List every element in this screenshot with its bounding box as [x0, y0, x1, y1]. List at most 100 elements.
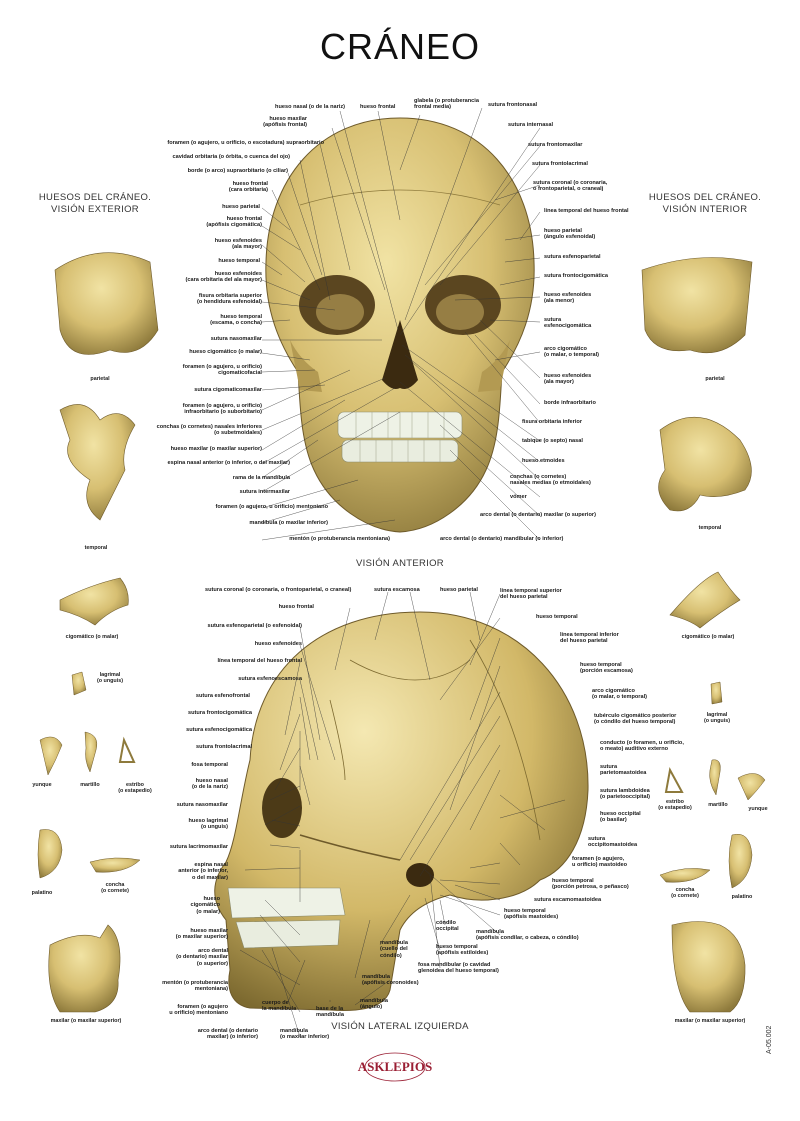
anterior-label: foramen (o agujero, u orificio) cigomati… — [182, 364, 262, 377]
anterior-label: hueso temporal (escama, o concha) — [210, 314, 262, 327]
lateral-label: hueso temporal (apófisis estiloides) — [436, 944, 489, 957]
anterior-label: hueso parietal (ángulo esfenoidal) — [544, 228, 596, 241]
anterior-label: hueso temporal — [218, 258, 260, 264]
anterior-label: vómer — [510, 494, 527, 500]
maxilla-interior — [671, 921, 746, 1013]
anterior-label: glabela (o protuberancia frontal media) — [414, 98, 479, 111]
lateral-label: hueso occipital (o basilar) — [600, 811, 641, 824]
concha-exterior — [89, 857, 141, 873]
lateral-orbit — [262, 778, 302, 838]
anterior-label: hueso cigomático (o malar) — [189, 349, 262, 355]
lateral-label: arco dental (o dentario) maxilar (o supe… — [176, 948, 228, 967]
side-bone-label: parietal — [705, 376, 725, 382]
lateral-label: hueso cigomático (o malar) — [190, 896, 220, 915]
stapes-exterior — [118, 736, 136, 763]
anterior-label: hueso nasal (o de la nariz) — [275, 104, 345, 110]
lateral-label: conducto (o foramen, u orificio, o meato… — [600, 740, 684, 753]
anterior-label: arco dental (o dentario) mandibular (o i… — [440, 536, 564, 542]
side-bone-label: estribo (o estapedio) — [118, 782, 152, 795]
lower-teeth — [341, 439, 459, 463]
anterior-label: línea temporal del hueso frontal — [544, 208, 629, 214]
lateral-label: sutura occipitomastoidea — [588, 836, 638, 849]
anterior-label: borde infraorbitario — [544, 400, 596, 406]
anterior-label: tabique (o septo) nasal — [522, 438, 583, 444]
catalog-code: A-05.002 — [766, 1025, 773, 1054]
lateral-label: arco dental (o dentario maxilar) (o infe… — [197, 1028, 258, 1041]
brand-logo: ASKLEPIOS — [352, 1052, 438, 1087]
side-bone-label: estribo (o estapedio) — [658, 799, 692, 812]
brand-emblem-icon: ASKLEPIOS — [358, 1052, 432, 1082]
section-interior: HUESOS DEL CRÁNEO. VISIÓN INTERIOR — [648, 192, 762, 215]
anterior-label: hueso esfenoides (cara orbitaria del ala… — [185, 271, 262, 284]
side-bone-label: maxilar (o maxilar superior) — [674, 1018, 746, 1024]
anterior-label: rama de la mandíbula — [232, 475, 290, 481]
side-bones-left — [37, 252, 159, 1013]
zygomatic-exterior — [59, 577, 129, 626]
zygomatic-arch — [299, 834, 401, 861]
zygomatic-interior — [669, 571, 741, 629]
lateral-label: mandíbula (apófisis condilar, o cabeza, … — [476, 929, 579, 942]
incus-exterior — [39, 736, 63, 776]
side-bone-label: lagrimal (o unguis) — [703, 712, 731, 725]
page-title: CRÁNEO — [319, 26, 481, 67]
side-bone-label: cigomático (o malar) — [65, 634, 119, 640]
lateral-label: sutura parietomastoidea — [600, 764, 647, 777]
anterior-label: sutura esfenoparietal — [544, 254, 601, 260]
parietal-interior — [641, 257, 753, 354]
lateral-skull — [214, 611, 589, 1011]
parietal-exterior — [54, 252, 159, 355]
malleus-interior — [709, 759, 721, 796]
lateral-label: sutura esfenofrontal — [195, 693, 250, 699]
concha-interior — [659, 868, 711, 883]
anterior-label: conchas (o cornetes) nasales medias (o e… — [510, 474, 591, 487]
section-anterior: VISIÓN ANTERIOR — [356, 558, 444, 569]
anterior-label: sutura frontonasal — [488, 102, 538, 108]
side-bone-label: temporal — [698, 525, 722, 531]
side-bone-label: temporal — [84, 545, 108, 551]
anterior-label: hueso esfenoides (ala mayor) — [214, 238, 262, 251]
anterior-label: hueso etmoides — [522, 458, 565, 464]
anterior-label: hueso esfenoides (ala mayor) — [544, 373, 592, 386]
side-bone-label: yunque — [748, 806, 768, 812]
side-bone-label: martillo — [80, 782, 100, 788]
anterior-label: sutura cigomaticomaxilar — [194, 387, 262, 393]
lateral-label: cuerpo de la mandíbula — [262, 1000, 297, 1013]
anterior-leader-lines — [261, 107, 541, 541]
temporal-exterior — [59, 404, 136, 521]
lateral-label: mandíbula (ángulo) — [360, 998, 388, 1011]
side-bone-label: maxilar (o maxilar superior) — [50, 1018, 122, 1024]
anterior-label: conchas (o cornetes) nasales inferiores … — [156, 424, 262, 437]
lateral-label: mandíbula (o maxilar inferior) — [280, 1028, 330, 1041]
lateral-label: mandíbula (cuello del cóndilo) — [380, 940, 408, 959]
anterior-label: arco dental (o dentario) maxilar (o supe… — [480, 512, 596, 518]
anterior-label: hueso frontal (apófisis cigomática) — [206, 216, 262, 229]
lacrimal-exterior — [71, 671, 87, 696]
side-bone-label: palatino — [31, 890, 53, 896]
anterior-label: hueso maxilar (apófisis frontal) — [263, 116, 307, 129]
lateral-label: línea temporal inferior del hueso pariet… — [560, 632, 619, 645]
maxilla-exterior — [48, 924, 121, 1013]
lateral-label: sutura esfenoescamosa — [238, 676, 302, 682]
lateral-label: sutura lambdoidea (o parietooccipital) — [600, 788, 651, 801]
anterior-label: hueso maxilar (o maxilar superior) — [170, 446, 262, 452]
section-exterior: HUESOS DEL CRÁNEO. VISIÓN EXTERIOR — [38, 192, 152, 215]
section-lateral: VISIÓN LATERAL IZQUIERDA — [331, 1021, 469, 1032]
lateral-label: sutura frontocigomática — [187, 710, 252, 716]
anterior-label: foramen (o agujero, u orificio) infraorb… — [182, 403, 262, 416]
anterior-label: sutura esfenocigomática — [544, 317, 592, 330]
anterior-label: hueso frontal — [360, 104, 396, 110]
anterior-label: sutura nasomaxilar — [210, 336, 262, 342]
lateral-label: sutura coronal (o coronaria, o frontopar… — [205, 587, 352, 593]
lateral-label: hueso lagrimal (o unguis) — [188, 818, 228, 831]
side-bone-label: parietal — [90, 376, 110, 382]
lateral-lower-teeth — [235, 919, 341, 949]
lateral-label: arco cigomático (o malar, o temporal) — [592, 688, 648, 701]
malleus-exterior — [84, 731, 98, 773]
lateral-label: sutura frontolacrimal — [196, 744, 252, 750]
anterior-label: foramen (o agujero, u orificio, o escota… — [167, 140, 324, 146]
anterior-label: sutura intermaxilar — [239, 489, 290, 495]
side-bones-right — [641, 257, 766, 1013]
lateral-label: espina nasal anterior (o inferior, o del… — [178, 862, 228, 881]
lateral-label: sutura escamomastoidea — [534, 897, 602, 903]
lateral-label: hueso temporal (porción escamosa) — [580, 662, 633, 675]
